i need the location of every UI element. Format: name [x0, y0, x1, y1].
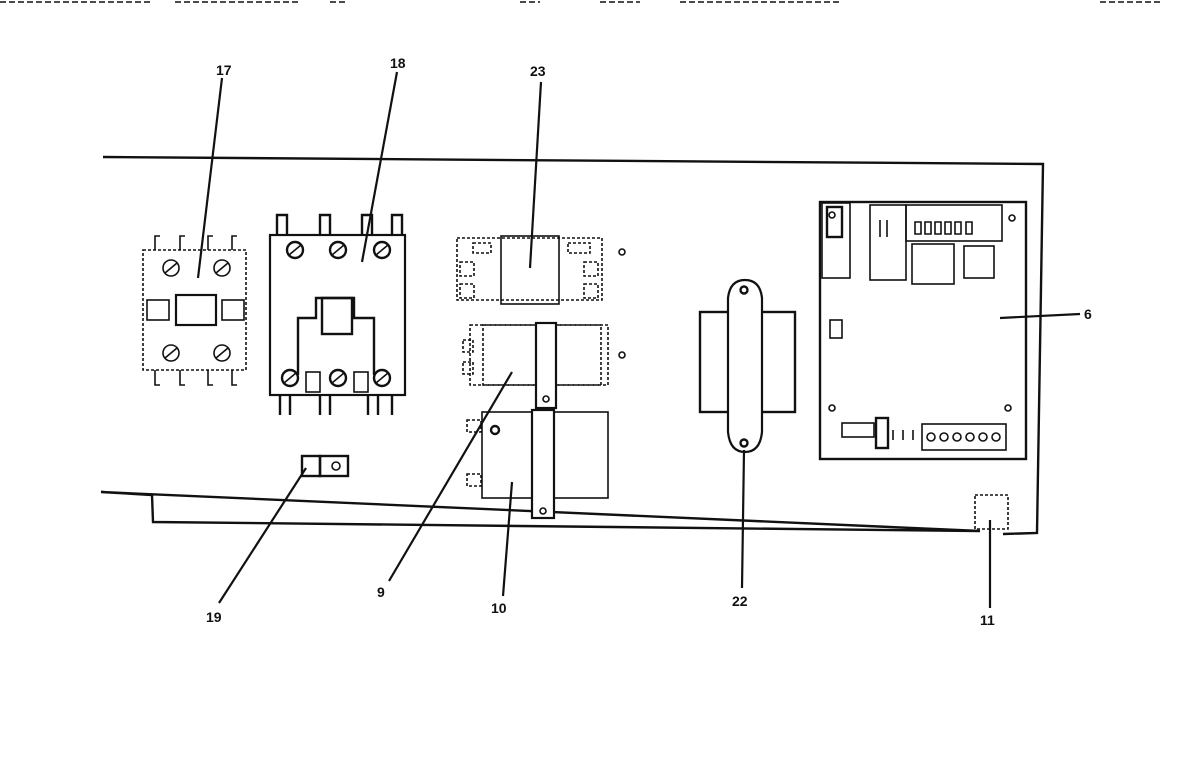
callout-23: 23 — [530, 63, 546, 79]
callout-10: 10 — [491, 600, 507, 616]
contactor-18 — [268, 213, 407, 415]
callout-11: 11 — [980, 612, 995, 628]
callout-22: 22 — [732, 593, 748, 609]
leader-lines — [196, 71, 1081, 608]
callout-17: 17 — [216, 62, 232, 78]
callout-19: 19 — [206, 609, 222, 625]
transformer-22 — [698, 278, 797, 454]
control-board-6 — [818, 200, 1028, 461]
connector-11 — [974, 494, 1009, 530]
terminal-19 — [300, 454, 350, 478]
callout-9: 9 — [377, 584, 385, 600]
relay-23 — [456, 235, 626, 305]
relay-9 — [462, 321, 626, 410]
transformer-10 — [466, 408, 609, 520]
callout-18: 18 — [390, 55, 406, 71]
mounting-panel — [100, 155, 1045, 536]
contactor-17 — [142, 235, 247, 386]
callout-6: 6 — [1084, 306, 1092, 322]
